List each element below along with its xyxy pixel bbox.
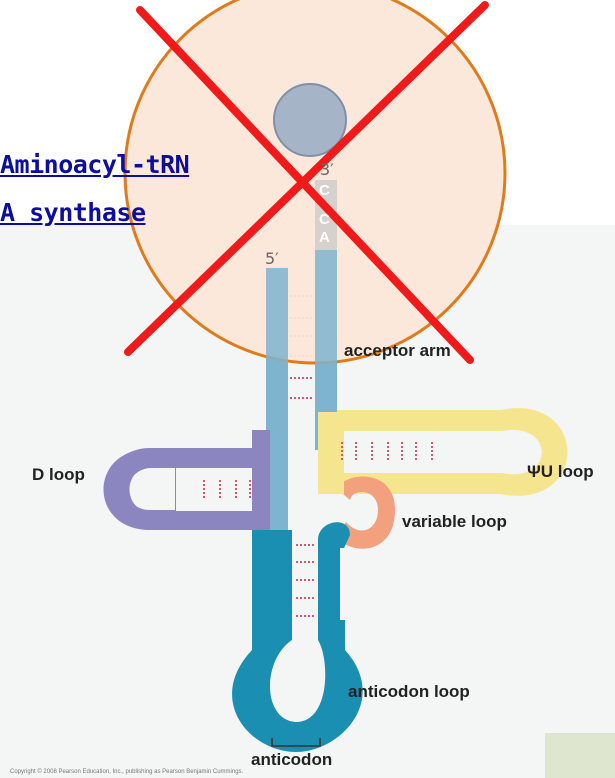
corner-panel [545,733,615,778]
acceptor-arm-label: acceptor arm [344,342,451,359]
d-loop-label: D loop [32,466,85,483]
terminal-base-3: A [319,229,330,246]
copyright-notice: Copyright © 2008 Pearson Education, Inc.… [10,769,243,775]
enzyme-label-line2: A synthase [0,200,146,225]
enzyme-label-line1: Aminoacyl-tRN [0,152,189,177]
five-prime-marker: 5′ [265,249,279,268]
anticodon-label: anticodon [251,751,332,768]
terminal-base-1: C [319,182,330,199]
acceptor-5prime-inside-circle [266,268,288,368]
variable-loop-label: variable loop [402,513,507,530]
three-prime-marker: 3′ [320,160,334,179]
terminal-base-2: C [319,211,330,228]
psi-u-loop-label: ΨU loop [527,463,594,480]
anticodon-loop-label: anticodon loop [348,683,470,700]
